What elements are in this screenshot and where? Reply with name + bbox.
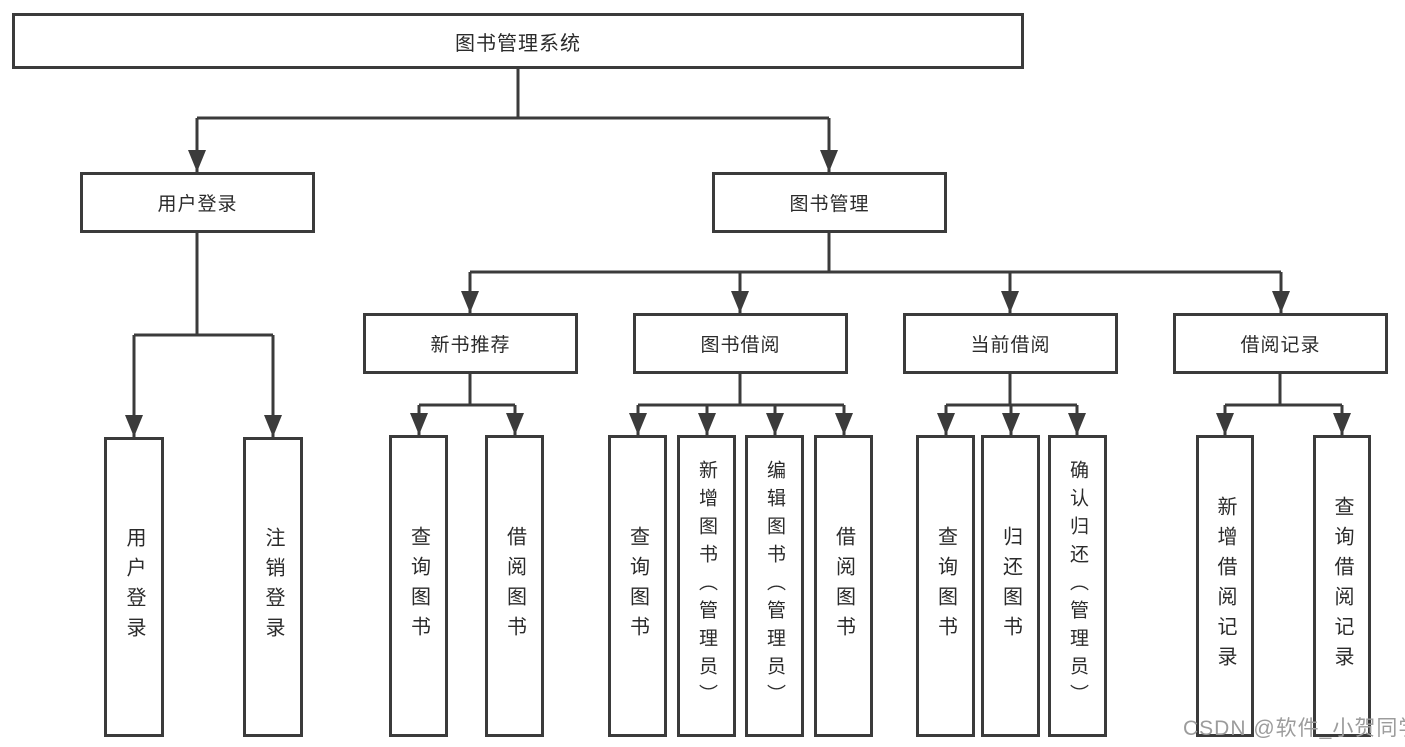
leaf-label: 借阅图书 bbox=[503, 526, 526, 646]
leaf-cb-query-books: 查询图书 bbox=[916, 435, 975, 737]
leaf-nbr-query-books: 查询图书 bbox=[389, 435, 448, 737]
leaf-label: 借阅图书 bbox=[832, 526, 855, 646]
leaf-label: 查询图书 bbox=[626, 526, 649, 646]
node-book-management: 图书管理 bbox=[712, 172, 947, 233]
leaf-bb-add-books-admin: 新增图书（管理员） bbox=[677, 435, 736, 737]
leaf-label: 新增图书（管理员） bbox=[696, 460, 717, 712]
node-root: 图书管理系统 bbox=[12, 13, 1024, 69]
leaf-label: 注销登录 bbox=[262, 527, 284, 647]
leaf-bb-query-books: 查询图书 bbox=[608, 435, 667, 737]
node-book-borrow: 图书借阅 bbox=[633, 313, 848, 374]
leaf-br-query-record: 查询借阅记录 bbox=[1313, 435, 1371, 737]
leaf-label: 查询图书 bbox=[934, 526, 957, 646]
csdn-watermark: CSDN @软件_小贺同学 bbox=[1183, 717, 1405, 740]
leaf-user-login: 用户登录 bbox=[104, 437, 164, 737]
node-borrow-records: 借阅记录 bbox=[1173, 313, 1388, 374]
leaf-label: 新增借阅记录 bbox=[1214, 496, 1236, 676]
leaf-bb-edit-books-admin: 编辑图书（管理员） bbox=[745, 435, 804, 737]
leaf-label: 查询借阅记录 bbox=[1331, 496, 1353, 676]
leaf-label: 编辑图书（管理员） bbox=[764, 460, 785, 712]
leaf-cb-confirm-return-admin: 确认归还（管理员） bbox=[1048, 435, 1107, 737]
node-user-login: 用户登录 bbox=[80, 172, 315, 233]
leaf-cb-return-books: 归还图书 bbox=[981, 435, 1040, 737]
node-new-book-recommend: 新书推荐 bbox=[363, 313, 578, 374]
leaf-br-add-record: 新增借阅记录 bbox=[1196, 435, 1254, 737]
leaf-label: 查询图书 bbox=[407, 526, 430, 646]
leaf-nbr-borrow-books: 借阅图书 bbox=[485, 435, 544, 737]
node-current-borrow: 当前借阅 bbox=[903, 313, 1118, 374]
leaf-logout-login: 注销登录 bbox=[243, 437, 303, 737]
leaf-label: 归还图书 bbox=[999, 526, 1022, 646]
leaf-bb-borrow-books: 借阅图书 bbox=[814, 435, 873, 737]
leaf-label: 用户登录 bbox=[123, 527, 145, 647]
leaf-label: 确认归还（管理员） bbox=[1067, 460, 1088, 712]
